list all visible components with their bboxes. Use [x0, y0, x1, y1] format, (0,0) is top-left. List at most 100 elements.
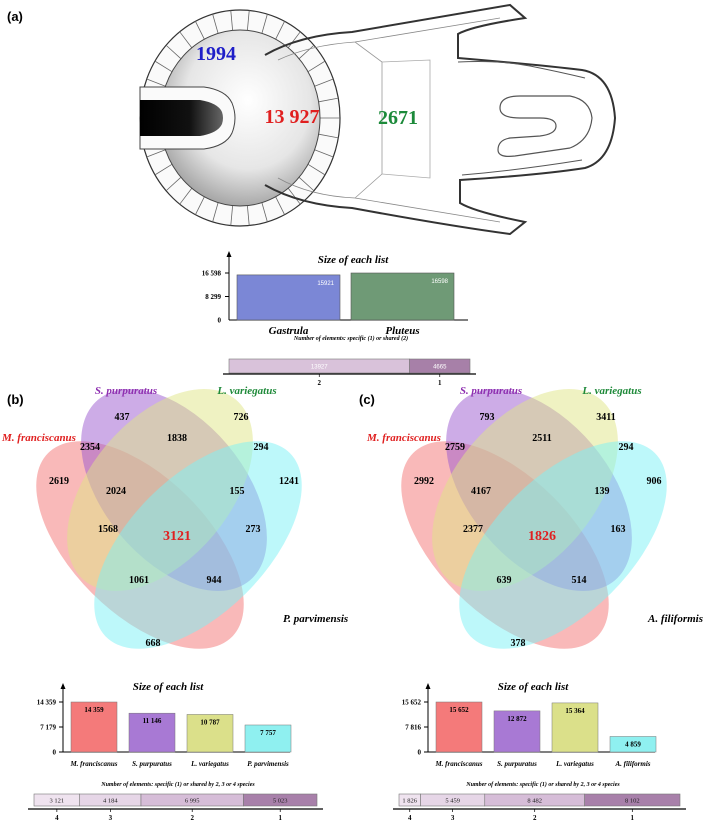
venn-region-mlp: 639: [497, 575, 512, 586]
chart-title: Size of each list: [498, 681, 570, 693]
cell-divider: [275, 21, 285, 40]
a-ytick-mid: 8 299: [205, 293, 221, 301]
venn-region-all: 1826: [528, 529, 556, 544]
cell-divider: [195, 196, 205, 215]
venn-region-ml: 2377: [463, 524, 483, 535]
bar-category-label: A. filiformis: [614, 760, 650, 768]
pluteus-specific-count: 2671: [378, 107, 418, 129]
strip-axis-label: 2: [318, 379, 322, 387]
strip-axis-label: 1: [278, 814, 282, 822]
venn-region-sl: 2511: [532, 433, 551, 444]
strip-axis-label: 1: [438, 379, 442, 387]
cell-divider: [146, 78, 166, 87]
cell-divider: [314, 78, 334, 87]
strip-title: Number of elements: specific (1) or shar…: [465, 781, 620, 788]
cell-divider: [165, 44, 182, 60]
venn-region-slp: 139: [595, 486, 610, 497]
bar-category-label: M. franciscanus: [434, 760, 482, 768]
a-ytick-max: 16 598: [202, 270, 222, 278]
venn-region-p: 1241: [279, 476, 299, 487]
strip-axis-label: 4: [55, 814, 59, 822]
strip-segment-label: 13927: [311, 364, 328, 370]
bar: [435, 701, 483, 753]
venn-region-sl: 1838: [167, 433, 187, 444]
cell-divider: [195, 21, 205, 40]
species-label-l: L. variegatus: [216, 385, 276, 397]
venn-region-s: 793: [480, 412, 495, 423]
bar-value-label: 7 757: [260, 729, 276, 737]
venn-region-msl: 4167: [471, 486, 491, 497]
bar-pluteus: [350, 272, 455, 321]
venn-region-m: 2992: [414, 476, 434, 487]
strip-segment-label: 8 482: [527, 797, 542, 804]
species-label-m: M. franciscanus: [366, 432, 441, 444]
venn-region-all: 3121: [163, 529, 191, 544]
venn-region-lp: 294: [619, 442, 634, 453]
venn-region-l: 726: [234, 412, 249, 423]
bar-value-label: 10 787: [200, 718, 220, 726]
bar: [244, 724, 292, 753]
bar-value-label: 4 859: [625, 740, 641, 748]
y-axis-arrow: [60, 683, 66, 689]
y-tick-label: 0: [418, 749, 422, 757]
venn-region-s: 437: [115, 412, 130, 423]
venn-region-ms: 2354: [80, 442, 100, 453]
cell-divider: [246, 205, 250, 226]
y-tick-label: 14 359: [37, 699, 57, 707]
species-label-p: A. filiformis: [647, 613, 703, 625]
strip-segment: [584, 793, 681, 807]
bar-value-label: 12 872: [507, 715, 527, 723]
strip-axis-label: 4: [408, 814, 412, 822]
panel-a-label: (a): [7, 9, 23, 24]
bar-gastrula: [236, 274, 341, 321]
venn-region-slp: 155: [230, 486, 245, 497]
strip-segment-label: 1 826: [402, 797, 417, 804]
bar: [551, 702, 599, 753]
cell-divider: [298, 176, 315, 192]
bar-value-label: 11 146: [143, 717, 162, 725]
strip-segment-label: 4 184: [103, 797, 118, 804]
bar-value-label: 14 359: [84, 706, 104, 714]
cell-divider: [154, 163, 173, 176]
cell-divider: [307, 163, 326, 176]
species-label-s: S. purpuratus: [460, 385, 522, 397]
panel-b-label: (b): [7, 392, 24, 407]
species-label-m: M. franciscanus: [1, 432, 76, 444]
bar-value-label: 15921: [317, 281, 334, 287]
venn-region-msp: 944: [207, 575, 222, 586]
cell-divider: [318, 133, 339, 139]
venn-region-mp: 378: [511, 638, 526, 649]
cell-divider: [298, 44, 315, 60]
y-tick-label: 7 179: [40, 724, 56, 732]
strip-segment-label: 6 995: [185, 797, 200, 804]
strip-axis-label: 3: [451, 814, 455, 822]
cell-divider: [287, 187, 301, 205]
panel-a-strip-title: Number of elements: specific (1) or shar…: [293, 335, 408, 342]
bar-category-label: S. purpuratus: [497, 760, 537, 768]
strip-segment-label: 5 459: [445, 797, 460, 804]
y-tick-label: 7 816: [405, 724, 421, 732]
cell-divider: [318, 97, 339, 103]
venn-region-ms: 2759: [445, 442, 465, 453]
venn-region-ml: 1568: [98, 524, 118, 535]
bar-value-label: 16598: [431, 279, 448, 285]
panel-a-chart-title: Size of each list: [318, 254, 390, 266]
species-label-l: L. variegatus: [581, 385, 641, 397]
bar-value-label: 15 364: [565, 707, 585, 715]
cell-divider: [230, 205, 234, 226]
cell-divider: [307, 60, 326, 73]
cell-divider: [275, 196, 285, 215]
cell-divider: [246, 10, 250, 31]
strip-segment: [409, 358, 471, 374]
cell-divider: [212, 202, 219, 222]
cell-divider: [261, 14, 268, 34]
gastrula-illustration: [139, 9, 341, 227]
strip-segment-label: 4665: [433, 364, 447, 370]
bar-category-label: L. variegatus: [190, 760, 229, 768]
